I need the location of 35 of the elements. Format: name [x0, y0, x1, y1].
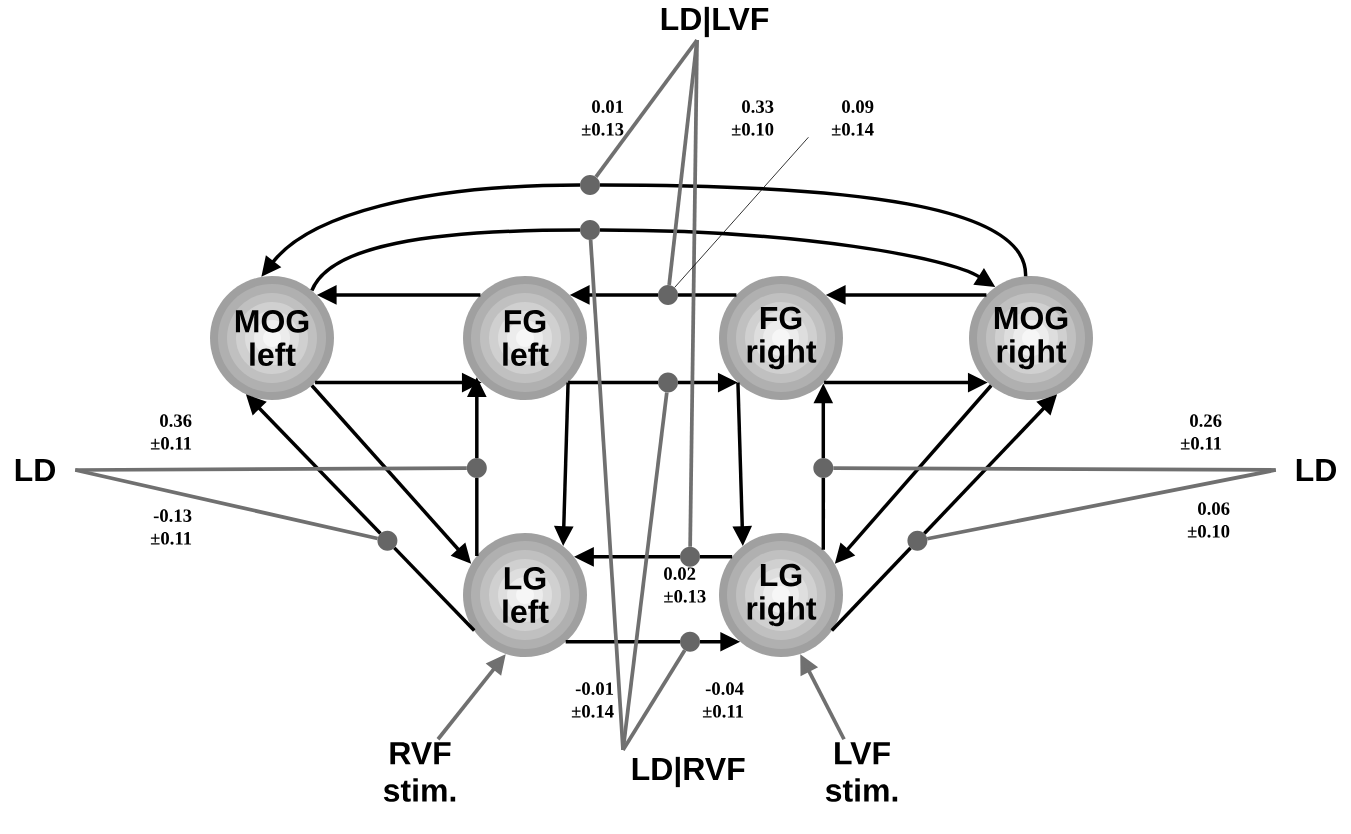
modulation-dot [658, 372, 678, 393]
input-label: LD|LVF [661, 6, 769, 38]
modulation-dot [907, 530, 928, 551]
value-label: -0.04 ±0.11 [702, 682, 744, 718]
modulation-dot [813, 458, 834, 478]
modulation-line [621, 392, 669, 751]
modulation-line [688, 40, 699, 547]
leader-line [674, 136, 809, 288]
input-label: LD [15, 459, 55, 481]
value-label: 0.26 ±0.11 [1180, 414, 1222, 450]
modulation-dot [377, 530, 398, 551]
input-label: LVF stim. [825, 742, 898, 802]
value-label: 0.33 ±0.10 [731, 100, 774, 136]
input-label: RVF stim. [383, 742, 456, 802]
value-label: 0.36 ±0.11 [150, 414, 192, 450]
modulation-line [833, 466, 1276, 472]
modulation-dot [580, 175, 600, 195]
input-label: LD|RVF [632, 756, 745, 788]
modulation-line [926, 468, 1277, 541]
modulation-line [621, 649, 687, 751]
value-label: -0.13 ±0.11 [150, 509, 192, 545]
value-label: 0.01 ±0.13 [581, 100, 624, 136]
value-label: 0.09 ±0.14 [831, 100, 874, 136]
input-label: LD [1296, 459, 1336, 481]
modulation-dot [658, 284, 678, 305]
modulation-dot [680, 546, 700, 567]
value-label: -0.01 ±0.14 [571, 682, 614, 718]
modulation-dot [680, 631, 700, 652]
value-label: 0.06 ±0.10 [1187, 502, 1230, 538]
modulation-line [74, 468, 379, 541]
modulation-dot [580, 220, 600, 240]
modulation-line [594, 38, 699, 179]
modulation-line [75, 466, 467, 472]
value-label: 0.02 ±0.13 [664, 567, 706, 603]
modulation-dot [466, 458, 487, 478]
